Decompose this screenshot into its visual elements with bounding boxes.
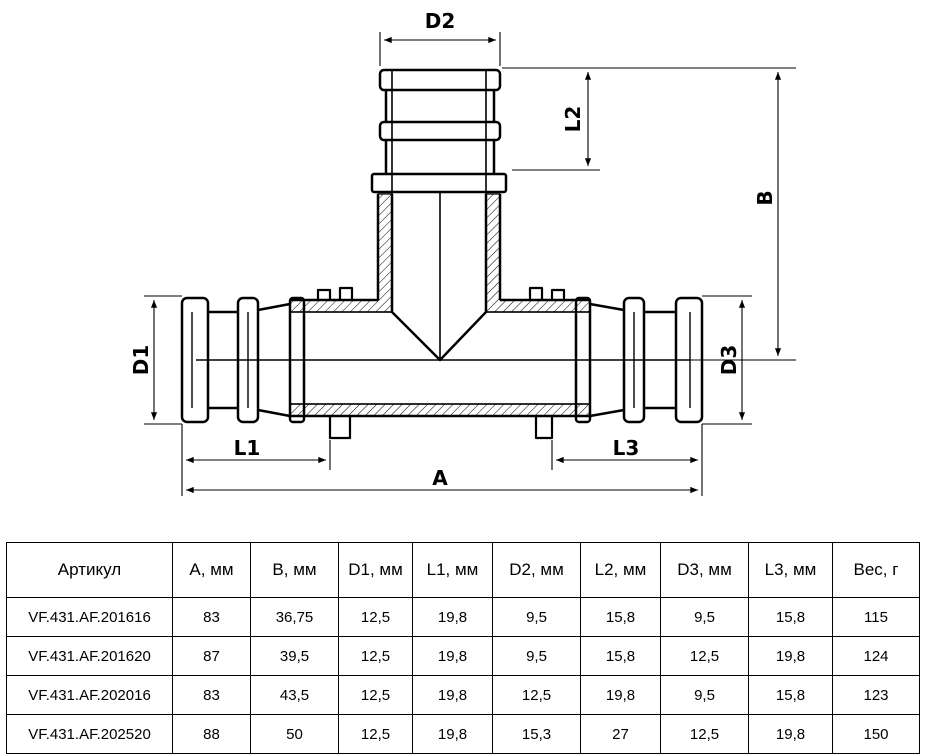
table-cell: VF.431.AF.201616 — [6, 597, 173, 637]
label-d3: D3 — [717, 345, 741, 376]
table-cell: 19,8 — [412, 675, 493, 715]
table-cell: VF.431.AF.202520 — [6, 714, 173, 754]
table-cell: 12,5 — [338, 675, 413, 715]
table-cell: 12,5 — [338, 597, 413, 637]
label-l3: L3 — [613, 436, 640, 460]
table-cell: 83 — [172, 675, 251, 715]
table-cell: 123 — [832, 675, 920, 715]
table-cell: VF.431.AF.202016 — [6, 675, 173, 715]
table-cell: 15,8 — [748, 597, 833, 637]
table-cell: 19,8 — [748, 636, 833, 676]
column-header: D1, мм — [338, 542, 413, 598]
branch-outline — [376, 194, 502, 300]
table-cell: 15,8 — [748, 675, 833, 715]
table-cell: 36,75 — [250, 597, 339, 637]
column-header: Артикул — [6, 542, 173, 598]
label-d2: D2 — [425, 9, 456, 33]
table-cell: VF.431.AF.201620 — [6, 636, 173, 676]
table-cell: 19,8 — [412, 636, 493, 676]
column-header: L1, мм — [412, 542, 493, 598]
label-b: B — [753, 190, 777, 205]
column-header: D2, мм — [492, 542, 581, 598]
table-cell: 19,8 — [580, 675, 661, 715]
table-cell: 15,3 — [492, 714, 581, 754]
table-cell: 12,5 — [492, 675, 581, 715]
fitting-body — [180, 68, 704, 440]
table-cell: 9,5 — [492, 597, 581, 637]
table-cell: 19,8 — [412, 714, 493, 754]
table-cell: 15,8 — [580, 636, 661, 676]
label-l2: L2 — [561, 106, 585, 133]
table-cell: 19,8 — [748, 714, 833, 754]
label-a: A — [432, 466, 448, 490]
label-d1: D1 — [129, 345, 153, 376]
table-cell: 9,5 — [660, 675, 749, 715]
table-cell: 9,5 — [660, 597, 749, 637]
table-cell: 9,5 — [492, 636, 581, 676]
column-header: D3, мм — [660, 542, 749, 598]
tee-fitting-drawing: D2 L2 B D1 D3 L1 L3 A — [129, 9, 796, 496]
left-end — [180, 296, 306, 424]
table-cell: 83 — [172, 597, 251, 637]
column-header: L2, мм — [580, 542, 661, 598]
table-cell: 87 — [172, 636, 251, 676]
column-header: B, мм — [250, 542, 339, 598]
table-cell: 43,5 — [250, 675, 339, 715]
table-cell: 124 — [832, 636, 920, 676]
column-header: Вес, г — [832, 542, 920, 598]
table-cell: 12,5 — [338, 636, 413, 676]
table-cell: 27 — [580, 714, 661, 754]
stop-tabs — [316, 286, 566, 440]
dimension-lines — [144, 32, 796, 496]
label-l1: L1 — [234, 436, 261, 460]
table-cell: 39,5 — [250, 636, 339, 676]
column-header: A, мм — [172, 542, 251, 598]
column-header: L3, мм — [748, 542, 833, 598]
table-cell: 115 — [832, 597, 920, 637]
table-cell: 15,8 — [580, 597, 661, 637]
table-cell: 19,8 — [412, 597, 493, 637]
table-cell: 12,5 — [660, 636, 749, 676]
